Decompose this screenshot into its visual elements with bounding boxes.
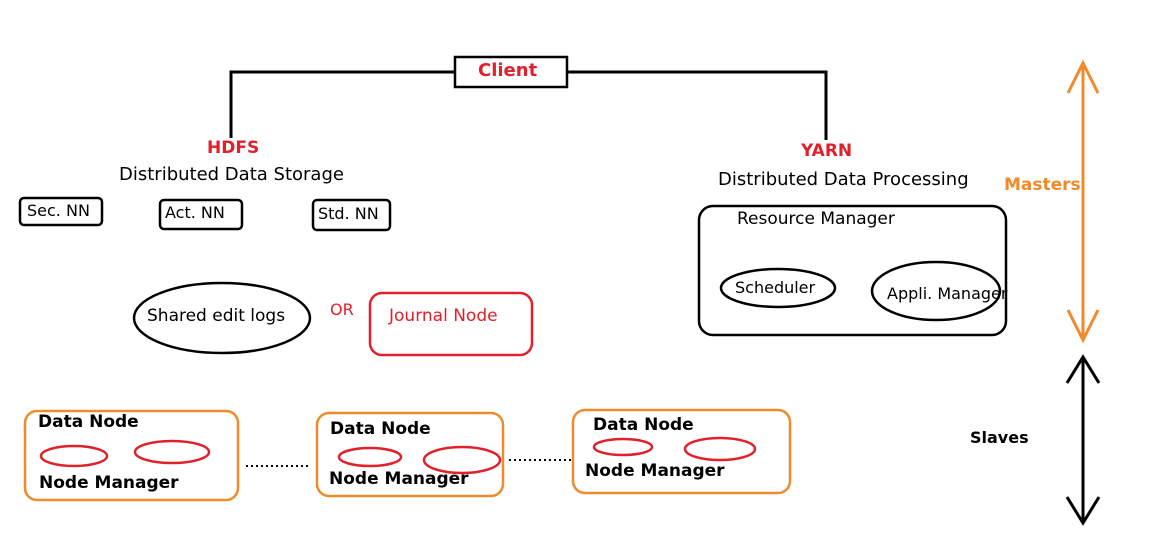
resource-manager-label: Resource Manager: [737, 209, 895, 229]
masters-arrow-top-head: [1066, 59, 1100, 94]
or-label: OR: [330, 300, 354, 319]
hdfs-title: HDFS: [207, 138, 260, 158]
appli-manager-ellipse: [870, 260, 1002, 322]
slave-node-1-data-ellipse-a: [39, 444, 109, 468]
std-nn-box: [311, 198, 392, 232]
masters-label: Masters: [1004, 175, 1081, 195]
scheduler-ellipse: [719, 267, 837, 309]
resource-manager-box: [697, 204, 1008, 337]
act-nn-label: Act. NN: [165, 203, 225, 222]
slaves-arrow-top-head: [1065, 354, 1101, 384]
yarn-title: YARN: [801, 141, 853, 161]
std-nn-label: Std. NN: [318, 204, 379, 223]
slaves-arrow-bottom-head: [1065, 496, 1101, 526]
slave-node-3-data-ellipse-a: [592, 437, 654, 457]
masters-arrow-bottom-head: [1066, 309, 1100, 344]
slave-node-1-data-node-label: Data Node: [38, 412, 139, 432]
shared-edit-logs-ellipse: [132, 281, 312, 355]
slave-node-box-2: [315, 411, 505, 498]
journal-node-label: Journal Node: [389, 306, 498, 326]
client-label: Client: [478, 60, 538, 81]
sec-nn-box: [18, 196, 104, 227]
client-to-hdfs-line: [229, 70, 455, 138]
slave-node-2-data-node-label: Data Node: [330, 419, 431, 439]
slave-node-1-data-ellipse-b: [133, 439, 211, 465]
sec-nn-label: Sec. NN: [27, 201, 90, 220]
slave-node-2-data-ellipse-b: [422, 445, 502, 475]
journal-node-box: [368, 291, 534, 357]
shared-edit-logs-label: Shared edit logs: [147, 306, 286, 326]
slave-node-1-node-manager-label: Node Manager: [39, 473, 179, 493]
slaves-label: Slaves: [970, 428, 1029, 447]
slave-node-box-1: [23, 409, 240, 502]
slave-node-3-data-ellipse-b: [683, 436, 757, 462]
slave-node-3-data-node-label: Data Node: [593, 415, 694, 435]
act-nn-box: [158, 198, 244, 231]
hdfs-subtitle: Distributed Data Storage: [119, 164, 344, 185]
client-box: [453, 55, 569, 89]
slave-node-2-node-manager-label: Node Manager: [329, 469, 469, 489]
scheduler-label: Scheduler: [735, 278, 816, 297]
appli-manager-label: Appli. Manager: [887, 284, 1008, 303]
yarn-subtitle: Distributed Data Processing: [718, 169, 969, 190]
slave-node-3-node-manager-label: Node Manager: [585, 461, 725, 481]
client-to-yarn-line: [567, 70, 828, 140]
slave-node-2-data-ellipse-a: [337, 446, 403, 468]
slave-node-box-3: [571, 408, 792, 495]
